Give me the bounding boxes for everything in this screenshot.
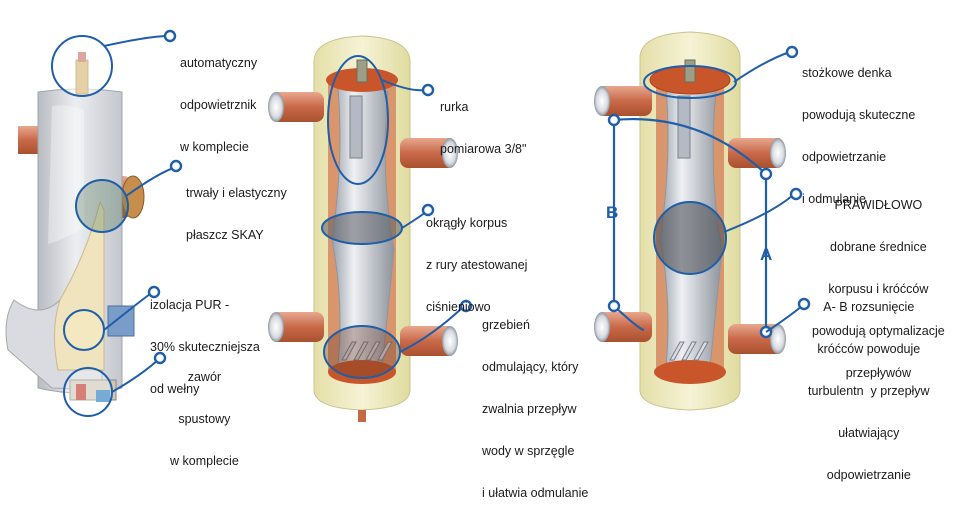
label-line: odpowietrzanie (802, 150, 887, 164)
skay-label: trwały i elastyczny płaszcz SKAY (186, 158, 287, 256)
diameter-label: PRAWIDŁOWO dobrane średnice korpusu i kr… (812, 170, 945, 394)
label-line: od wełny (150, 382, 200, 396)
tube-highlight (327, 55, 389, 185)
label-line: odpowietrznik (180, 98, 257, 112)
dimension-dot (607, 113, 621, 127)
hydraulic-separator-diagram: automatyczny odpowietrznik w komplecie t… (5, 28, 945, 500)
drain-highlight (63, 367, 113, 417)
diameter-highlight (653, 201, 727, 275)
label-line: ciśnieniowo (426, 300, 491, 314)
callout-highlights (51, 35, 737, 417)
body-label: okrągły korpus z rury atestowanej ciśnie… (426, 188, 527, 328)
label-line: wody w sprzęgle (482, 444, 575, 458)
ridge-highlight (323, 325, 401, 379)
label-line: grzebień (482, 318, 530, 332)
label-line: przepływów (845, 366, 912, 380)
label-line: trwały i elastyczny (186, 186, 287, 200)
label-line: PRAWIDŁOWO (834, 198, 923, 212)
lower-pipe-stub (107, 305, 135, 337)
diagram-canvas (5, 29, 811, 422)
label-line: i ułatwia odmulanie (482, 486, 589, 500)
dimension-lines (612, 118, 768, 332)
body-highlight (321, 211, 403, 245)
label-line: z rury atestowanej (426, 258, 528, 272)
vent-label: automatyczny odpowietrznik w komplecie (180, 28, 257, 168)
insulated-separator (5, 52, 145, 402)
label-line: korpusu i króćców (828, 282, 929, 296)
label-line: automatyczny (180, 56, 258, 70)
cone-highlight (643, 65, 737, 99)
spacing-label: A- B rozsunięcie króćców powoduje turbul… (808, 272, 930, 496)
pur-label: izolacja PUR - 30% skuteczniejsza od weł… (150, 270, 260, 410)
label-line: płaszcz SKAY (186, 228, 264, 242)
label-line: odmulający, który (482, 360, 579, 374)
dimension-b-letter: B (606, 203, 619, 222)
bottom-cap (328, 360, 396, 384)
label-line: ułatwiający (838, 426, 900, 440)
label-line: 30% skuteczniejsza (150, 340, 260, 354)
label-line: powodują optymalizacje (812, 324, 945, 338)
label-line: powodują skuteczne (802, 108, 916, 122)
label-line: i odmulanie (802, 192, 866, 206)
label-line: okrągły korpus (426, 216, 508, 230)
vent-highlight (51, 35, 113, 97)
measuring-tube (349, 95, 363, 159)
drain-label: zawór spustowy w komplecie (170, 342, 239, 482)
skay-highlight (75, 179, 129, 233)
label-line: stożkowe denka (802, 66, 892, 80)
ridge-label: grzebień odmulający, który zwalnia przep… (482, 290, 588, 514)
dimension-dot (759, 167, 773, 181)
label-line: izolacja PUR - (150, 298, 230, 312)
leader-dots (147, 29, 811, 365)
label-line: zawór (187, 370, 222, 384)
label-line: pomiarowa 3/8" (440, 142, 527, 156)
label-line: rurka (440, 100, 469, 114)
label-line: dobrane średnice (830, 240, 927, 254)
ridge-comb (341, 341, 393, 361)
label-line: odpowietrzanie (826, 468, 911, 482)
label-line: turbulentn y przepływ (808, 384, 930, 398)
dimension-a-letter: A (760, 245, 773, 264)
dimension-dot (607, 299, 621, 313)
label-line: w komplecie (180, 140, 249, 154)
label-line: króćców powoduje (817, 342, 921, 356)
tube-label: rurka pomiarowa 3/8" (440, 72, 526, 170)
label-line: A- B rozsunięcie (823, 300, 915, 314)
label-line: w komplecie (170, 454, 239, 468)
pur-highlight (63, 309, 105, 351)
cone-label: stożkowe denka powodują skuteczne odpowi… (802, 38, 915, 220)
label-line: spustowy (178, 412, 231, 426)
label-line: zwalnia przepływ (482, 402, 577, 416)
